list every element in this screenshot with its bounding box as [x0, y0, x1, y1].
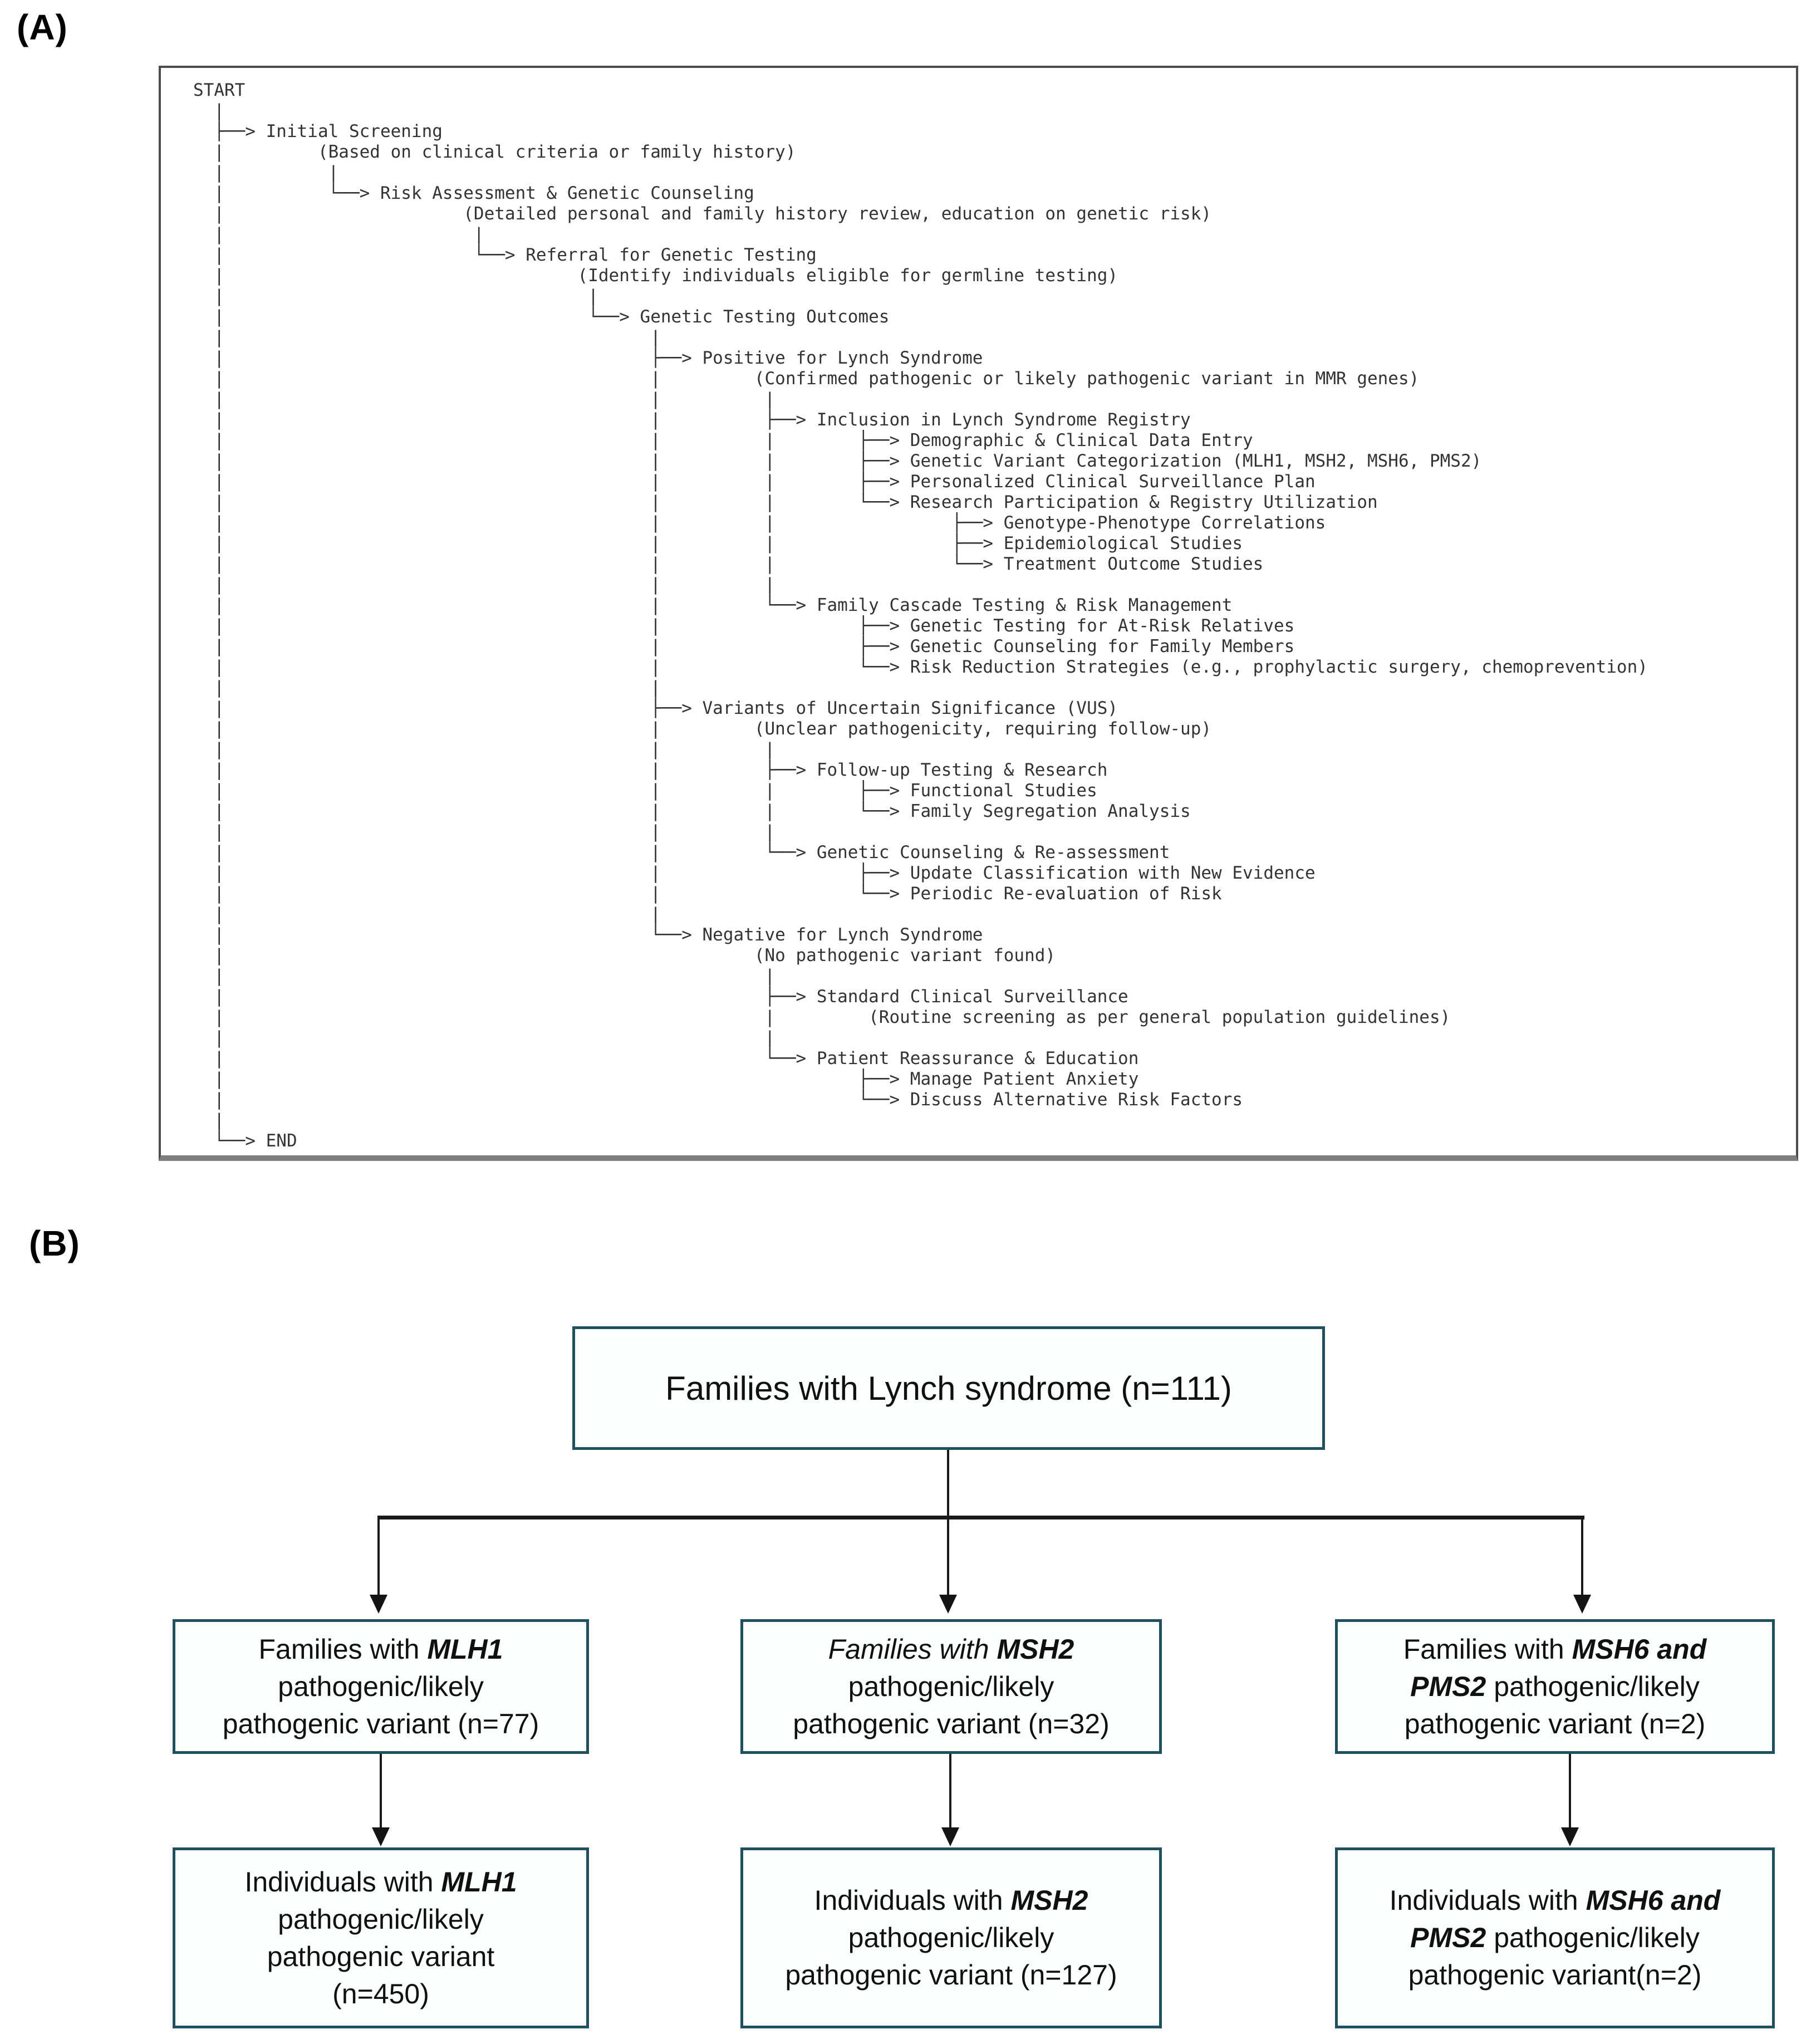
arrowhead-down-icon	[1561, 1827, 1579, 1846]
connector-middle-stem2	[949, 1754, 951, 1830]
arrowhead-down-icon	[941, 1827, 959, 1846]
families-mlh1-box: Families with MLH1 pathogenic/likely pat…	[173, 1619, 589, 1754]
arrowhead-down-icon	[370, 1595, 387, 1614]
panel-b-label: (B)	[29, 1223, 80, 1263]
connector-middle-drop	[947, 1516, 949, 1597]
box-label: Families with MLH1 pathogenic/likely pat…	[222, 1633, 539, 1739]
individuals-msh2-box: Individuals with MSH2 pathogenic/likely …	[740, 1847, 1162, 2028]
connector-left-drop	[377, 1516, 380, 1597]
individuals-msh6-pms2-box: Individuals with MSH6 and PMS2 pathogeni…	[1335, 1847, 1775, 2028]
individuals-mlh1-box: Individuals with MLH1 pathogenic/likely …	[173, 1847, 589, 2028]
connector-branch-bar	[379, 1516, 1584, 1519]
panel-a-label: (A)	[17, 7, 68, 47]
panel-a-frame: START | ├──> Initial Screening | (Based …	[159, 66, 1798, 1161]
box-label: Individuals with MSH2 pathogenic/likely …	[785, 1885, 1117, 1991]
connector-left-stem2	[380, 1754, 382, 1830]
box-label: Families with MSH2 pathogenic/likely pat…	[793, 1633, 1110, 1739]
arrowhead-down-icon	[1573, 1595, 1591, 1614]
box-label: Families with MSH6 and PMS2 pathogenic/l…	[1403, 1633, 1707, 1739]
arrowhead-down-icon	[372, 1827, 390, 1846]
arrowhead-down-icon	[939, 1595, 957, 1614]
families-msh6-pms2-box: Families with MSH6 and PMS2 pathogenic/l…	[1335, 1619, 1775, 1754]
families-lynch-syndrome-box: Families with Lynch syndrome (n=111)	[572, 1326, 1325, 1450]
connector-top-stem	[947, 1450, 949, 1518]
connector-right-stem2	[1569, 1754, 1571, 1830]
families-msh2-box: Families with MSH2 pathogenic/likely pat…	[740, 1619, 1162, 1754]
box-label: Individuals with MSH6 and PMS2 pathogeni…	[1389, 1885, 1721, 1991]
box-label: Individuals with MLH1 pathogenic/likely …	[244, 1866, 517, 2009]
connector-right-drop	[1581, 1516, 1583, 1597]
screening-workflow-tree: START | ├──> Initial Screening | (Based …	[193, 80, 1648, 1151]
box-label: Families with Lynch syndrome (n=111)	[665, 1369, 1232, 1407]
